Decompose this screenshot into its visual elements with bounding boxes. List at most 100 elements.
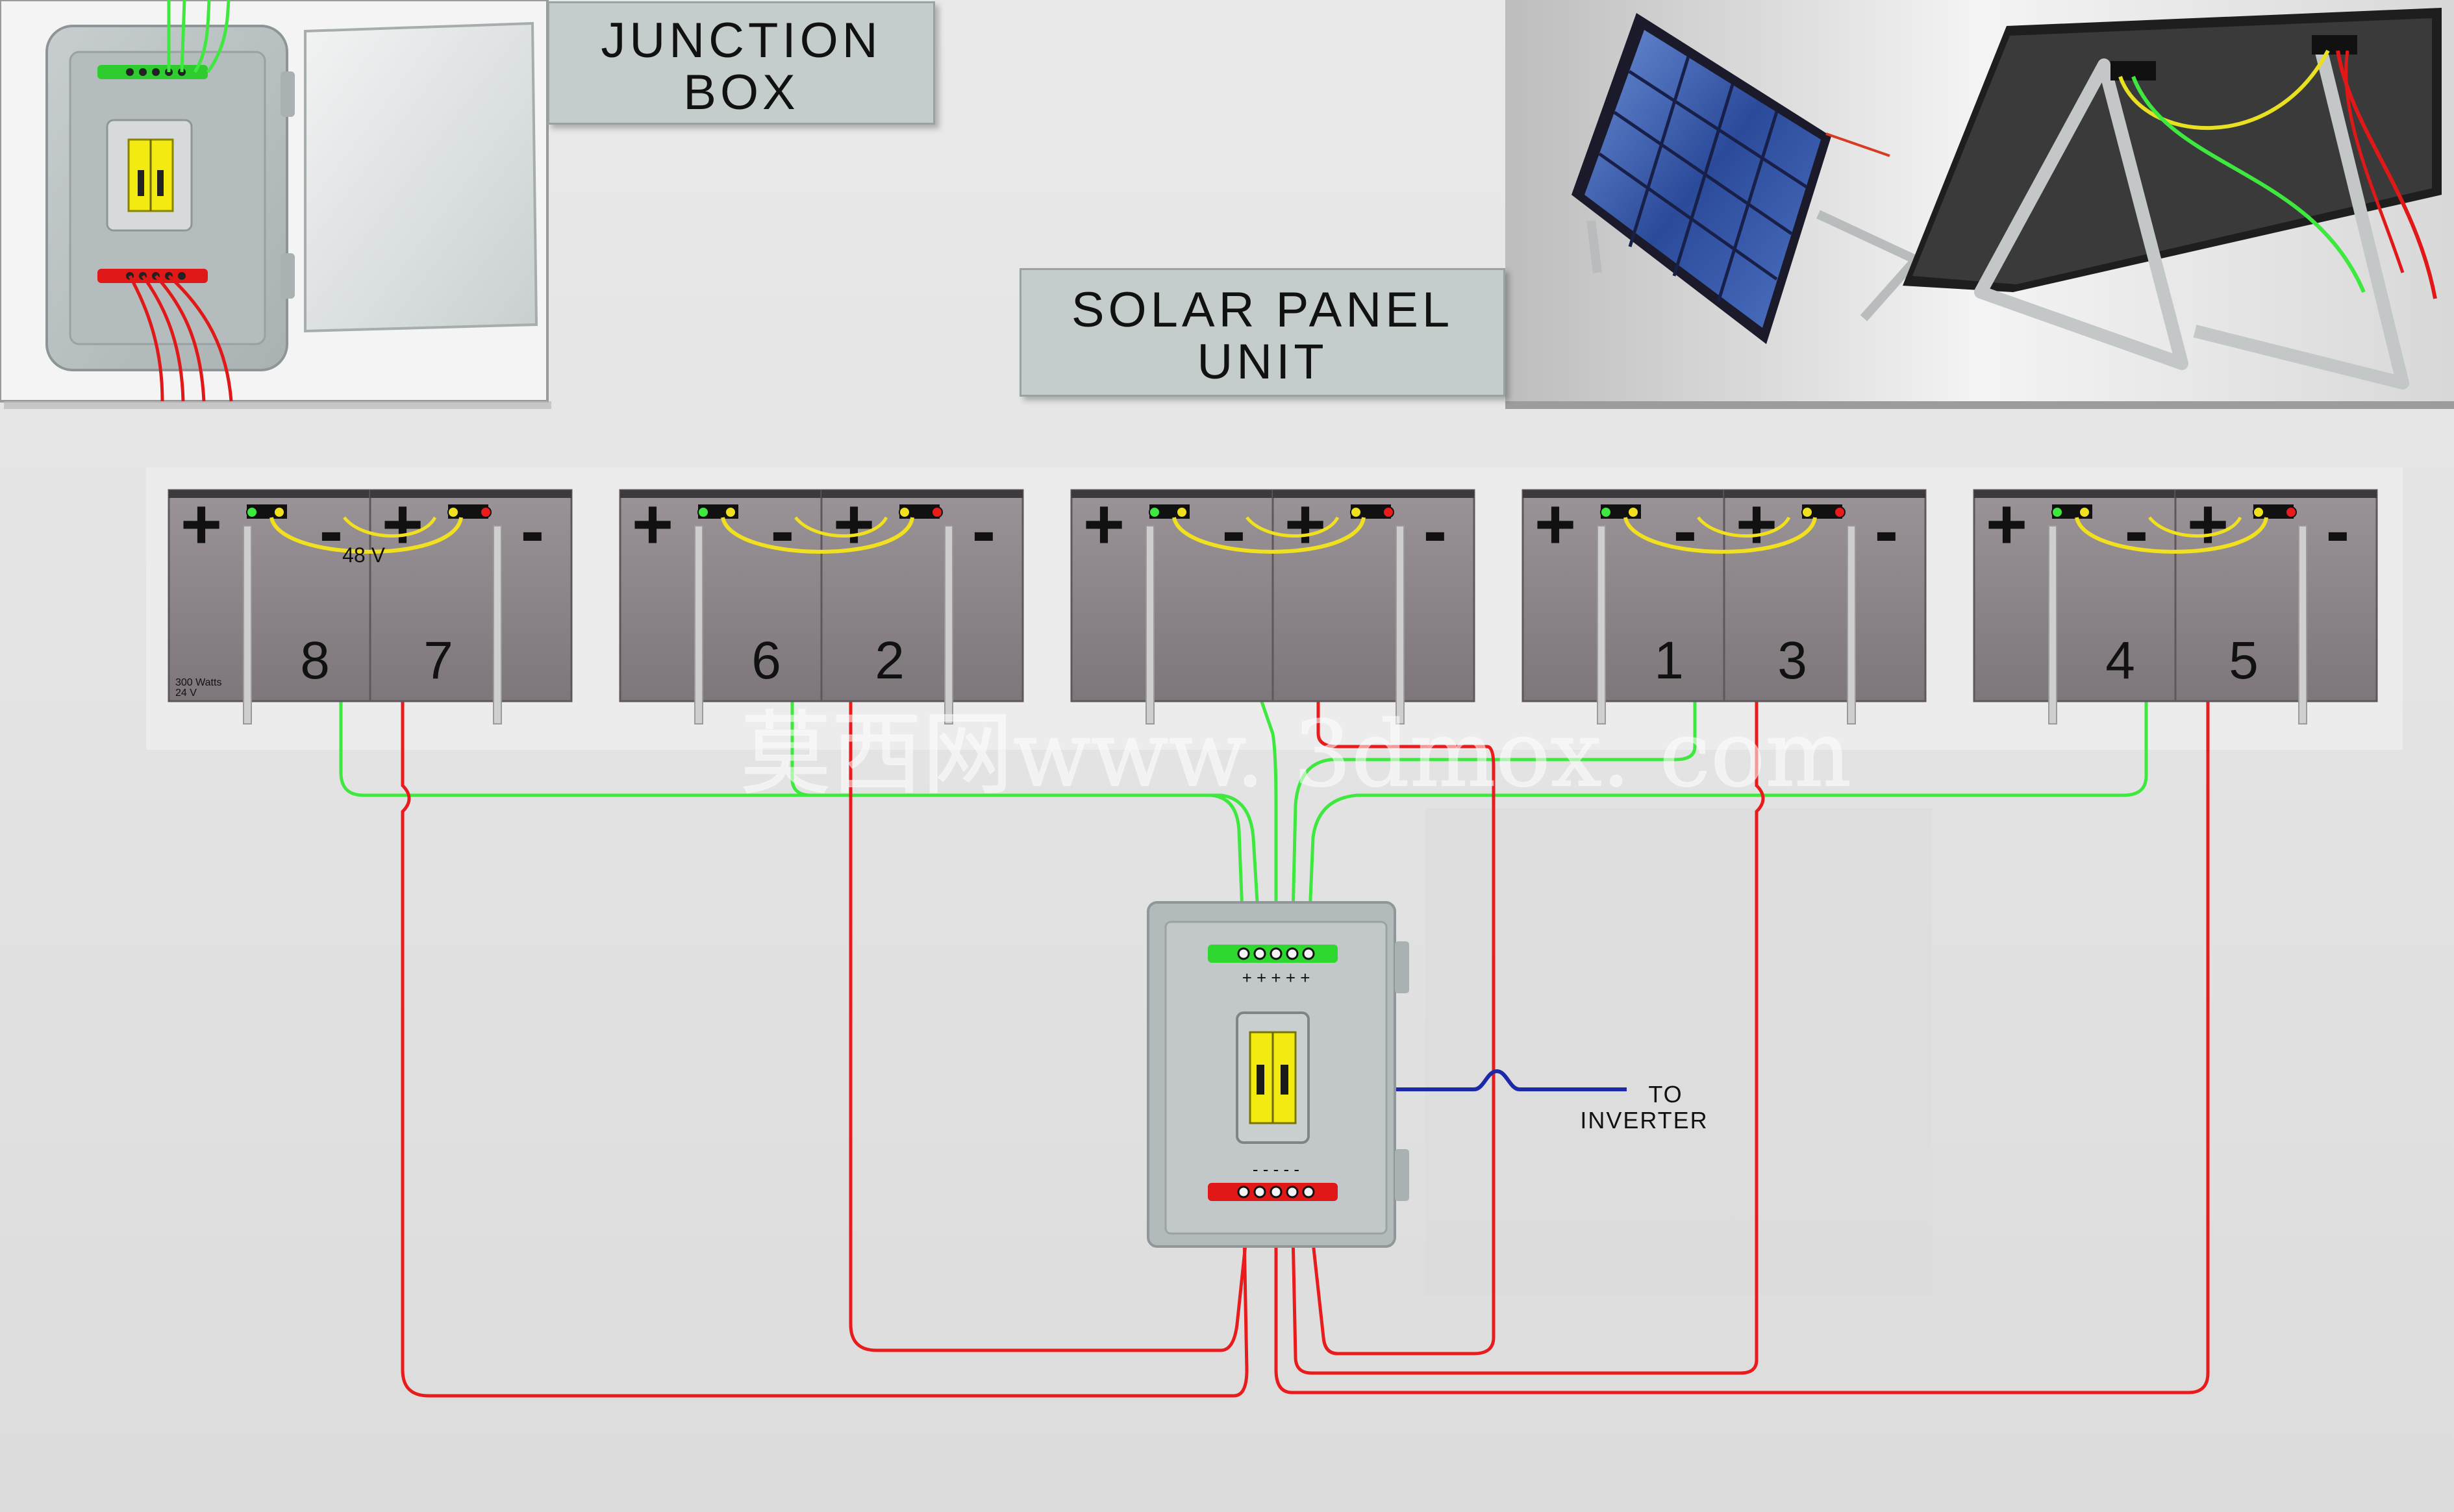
terminal-post bbox=[931, 506, 943, 518]
junction-box-title-line1: JUNCTION bbox=[601, 13, 882, 68]
battery: + - 8 bbox=[168, 484, 371, 725]
battery-handle bbox=[694, 525, 703, 725]
plus-terminal-marks: + + + + + bbox=[1242, 968, 1310, 987]
battery-handle bbox=[2048, 525, 2057, 725]
minus-symbol: - bbox=[2125, 491, 2149, 571]
solar-panel-title-line2: UNIT bbox=[1197, 334, 1328, 390]
junction-box-title-line2: BOX bbox=[683, 65, 799, 120]
battery: + - 1 bbox=[1521, 484, 1725, 725]
battery-number: 4 bbox=[2105, 631, 2135, 690]
terminal-post bbox=[1149, 506, 1160, 518]
battery-handle bbox=[243, 525, 252, 725]
battery: + - 4 bbox=[1973, 484, 2177, 725]
battery: +- bbox=[1271, 484, 1475, 725]
terminal-post bbox=[899, 506, 910, 518]
minus-symbol: - bbox=[771, 491, 795, 571]
battery-handle bbox=[1146, 525, 1155, 725]
series-link-wire bbox=[343, 516, 437, 538]
battery-handle bbox=[493, 525, 502, 725]
terminal-post bbox=[480, 506, 492, 518]
terminal-post bbox=[2051, 506, 2063, 518]
terminal-post bbox=[697, 506, 709, 518]
solar-cells bbox=[1584, 30, 1821, 328]
minus-symbol: - bbox=[972, 491, 996, 571]
battery-number: 1 bbox=[1654, 631, 1684, 690]
terminal-post bbox=[1383, 506, 1394, 518]
terminal-post bbox=[2285, 506, 2297, 518]
series-link-wire bbox=[1623, 517, 1817, 554]
terminal-post bbox=[725, 506, 736, 518]
solar-panel-title-line1: SOLAR PANEL bbox=[1071, 282, 1454, 338]
solar-panel-unit-title: SOLAR PANEL UNIT bbox=[1020, 268, 1505, 397]
battery-pair: + - 4+ - 5 bbox=[1973, 484, 2378, 725]
battery-number: 3 bbox=[1777, 631, 1807, 690]
minus-symbol: - bbox=[1222, 491, 1246, 571]
junction-box-title: JUNCTION BOX bbox=[547, 1, 935, 125]
battery-number: 2 bbox=[875, 631, 905, 690]
terminal-post bbox=[2079, 506, 2090, 518]
series-link-wire bbox=[2075, 517, 2268, 554]
battery-handle bbox=[1597, 525, 1606, 725]
series-link-wire bbox=[721, 517, 914, 554]
terminal-post bbox=[1600, 506, 1612, 518]
plus-symbol: + bbox=[632, 484, 673, 564]
inverter-wire bbox=[1396, 1069, 1627, 1091]
minus-terminal-marks: - - - - - bbox=[1253, 1159, 1299, 1179]
minus-symbol: - bbox=[319, 491, 344, 571]
plus-symbol: + bbox=[181, 484, 222, 564]
battery-handle bbox=[1396, 525, 1405, 725]
series-link-wire bbox=[1697, 516, 1791, 538]
series-link-wire bbox=[269, 517, 463, 554]
battery-handle bbox=[944, 525, 953, 725]
combiner-box: + + + + + - - - - - bbox=[1147, 901, 1409, 1248]
terminal-post bbox=[1627, 506, 1639, 518]
battery: +- bbox=[1070, 484, 1274, 725]
battery-pair: + - 8+ - 7 bbox=[168, 484, 573, 725]
battery-number: 7 bbox=[423, 631, 453, 690]
watermark: 莫西网www. 3dmox. com bbox=[740, 702, 1851, 808]
junction-box-illustration bbox=[0, 0, 551, 409]
plus-symbol: + bbox=[1986, 484, 2027, 564]
minus-symbol: - bbox=[2326, 491, 2350, 571]
battery: +-5 bbox=[2174, 484, 2378, 725]
battery-pair: + - 6+ - 2 bbox=[619, 484, 1024, 725]
battery-handle bbox=[2298, 525, 2307, 725]
to-label: TO bbox=[1648, 1081, 1683, 1108]
terminal-post bbox=[2253, 506, 2264, 518]
terminal-post bbox=[1834, 506, 1846, 518]
terminal-post bbox=[1801, 506, 1813, 518]
battery: + - 6 bbox=[619, 484, 823, 725]
minus-symbol: - bbox=[1673, 491, 1697, 571]
battery-handle bbox=[1847, 525, 1856, 725]
terminal-post bbox=[1350, 506, 1362, 518]
series-link-wire bbox=[2148, 516, 2242, 538]
battery-pair: + - 1+ - 3 bbox=[1521, 484, 1927, 725]
battery: +-3 bbox=[1723, 484, 1927, 725]
terminal-post bbox=[246, 506, 258, 518]
minus-symbol: - bbox=[1423, 491, 1447, 571]
solar-panel-illustration bbox=[1505, 0, 2454, 409]
shadow-panel bbox=[1425, 808, 1932, 1295]
plus-symbol: + bbox=[1534, 484, 1576, 564]
battery-rating-watts: 300 Watts bbox=[175, 677, 221, 688]
battery: +-2 bbox=[820, 484, 1024, 725]
voltage-label: 48 V bbox=[342, 543, 385, 567]
series-link-wire bbox=[794, 516, 888, 538]
series-link-wire bbox=[1246, 516, 1340, 538]
battery-number: 8 bbox=[300, 631, 330, 690]
terminal-post bbox=[273, 506, 285, 518]
minus-symbol: - bbox=[521, 491, 545, 571]
battery-number: 6 bbox=[751, 631, 781, 690]
plus-symbol: + bbox=[1083, 484, 1125, 564]
battery-number: 5 bbox=[2229, 631, 2259, 690]
minus-symbol: - bbox=[1875, 491, 1899, 571]
terminal-post bbox=[1176, 506, 1188, 518]
terminal-post bbox=[447, 506, 459, 518]
inverter-label: INVERTER bbox=[1580, 1107, 1708, 1134]
battery-pair: +-+- bbox=[1070, 484, 1475, 725]
series-link-wire bbox=[1172, 517, 1366, 554]
battery: +-7 bbox=[369, 484, 573, 725]
